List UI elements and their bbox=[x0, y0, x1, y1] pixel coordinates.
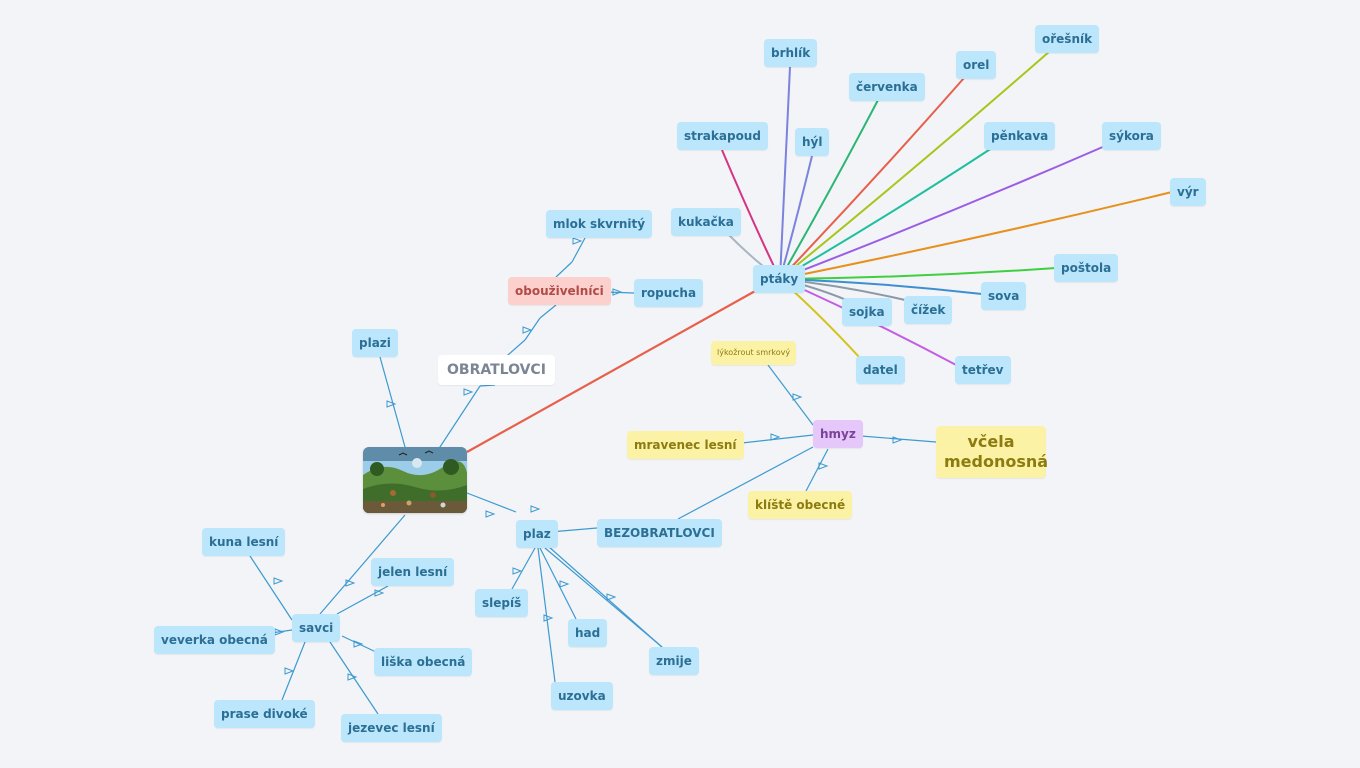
tree-connector bbox=[767, 364, 814, 426]
node-tetrev[interactable]: tetřev bbox=[955, 356, 1011, 384]
node-cervenka[interactable]: červenka bbox=[849, 73, 925, 101]
arrow-head-icon bbox=[792, 393, 803, 401]
node-kliste-obecne[interactable]: klíště obecné bbox=[748, 491, 853, 519]
bird-branch-line bbox=[779, 50, 1051, 280]
node-brhlik[interactable]: brhlík bbox=[764, 39, 818, 67]
tree-connector bbox=[539, 547, 577, 620]
node-mravenec-lesni[interactable]: mravenec lesní bbox=[627, 431, 744, 459]
node-sova[interactable]: sova bbox=[981, 282, 1027, 310]
arrow-head-icon bbox=[522, 326, 533, 334]
tree-connector bbox=[547, 545, 664, 649]
arrow-head-icon bbox=[770, 433, 781, 441]
node-vcela-medonosna[interactable]: včela medonosná bbox=[936, 426, 1048, 478]
node-cizek[interactable]: čížek bbox=[904, 296, 953, 324]
tree-connector bbox=[437, 385, 481, 451]
node-lykozrout-smrkovy[interactable]: lýkožrout smrkový bbox=[711, 341, 797, 365]
arrow-head-icon bbox=[512, 567, 523, 575]
node-bezobratlovci[interactable]: BEZOBRATLOVCI bbox=[597, 519, 722, 547]
arrow-head-icon bbox=[463, 388, 474, 396]
node-sojka[interactable]: sojka bbox=[842, 298, 892, 326]
node-uzovka[interactable]: uzovka bbox=[551, 682, 613, 710]
tree-connector bbox=[537, 547, 556, 683]
forest-animals-image[interactable] bbox=[363, 447, 467, 513]
bird-branch-line bbox=[779, 145, 996, 280]
arrow-head-icon bbox=[345, 579, 356, 587]
tree-connector bbox=[524, 317, 541, 341]
tree-connector bbox=[379, 356, 406, 448]
tree-connector bbox=[511, 547, 536, 590]
bird-branch-line bbox=[779, 77, 965, 280]
arrow-head-icon bbox=[543, 614, 554, 622]
root-node-obratlovci[interactable]: OBRATLOVCI bbox=[438, 355, 555, 385]
tree-connector bbox=[539, 304, 557, 319]
node-liska-obecna[interactable]: liška obecná bbox=[374, 648, 473, 676]
tree-connector bbox=[571, 237, 586, 263]
tree-connector bbox=[677, 446, 814, 520]
tree-connector bbox=[549, 527, 598, 533]
arrow-head-icon bbox=[572, 237, 583, 245]
node-penkava[interactable]: pěnkava bbox=[984, 122, 1056, 150]
arrow-head-icon bbox=[892, 436, 903, 444]
arrow-head-icon bbox=[347, 673, 358, 681]
root-to-birds-line bbox=[466, 289, 758, 453]
tree-connector bbox=[555, 261, 573, 278]
node-oresnik[interactable]: ořešník bbox=[1035, 25, 1100, 53]
tree-connector bbox=[336, 585, 389, 615]
node-ropucha[interactable]: ropucha bbox=[634, 279, 704, 307]
node-jelen-lesni[interactable]: jelen lesní bbox=[371, 558, 455, 586]
tree-connector bbox=[466, 492, 517, 513]
node-hyl[interactable]: hýl bbox=[795, 128, 830, 156]
arrow-head-icon bbox=[386, 400, 397, 408]
node-ptaky[interactable]: ptáky bbox=[753, 265, 806, 293]
node-sykora[interactable]: sýkora bbox=[1102, 122, 1161, 150]
node-prase-divoke[interactable]: prase divoké bbox=[214, 700, 315, 728]
bird-branch-line bbox=[779, 99, 879, 280]
node-obojzivelnici[interactable]: obouživelníci bbox=[508, 277, 611, 305]
tree-connector bbox=[479, 384, 496, 387]
node-veverka-obecna[interactable]: veverka obecná bbox=[154, 626, 275, 654]
arrow-head-icon bbox=[273, 577, 284, 585]
arrow-head-icon bbox=[606, 593, 617, 601]
arrow-head-icon bbox=[818, 462, 829, 470]
bird-branch-line bbox=[779, 66, 791, 280]
bird-branch-line bbox=[779, 145, 1106, 280]
arrow-head-icon bbox=[284, 667, 295, 675]
arrow-head-icon bbox=[612, 288, 623, 296]
node-mlok-skvrnity[interactable]: mlok skvrnitý bbox=[546, 210, 653, 238]
tree-connector bbox=[341, 635, 377, 653]
node-jezevec-lesni[interactable]: jezevec lesní bbox=[341, 714, 442, 742]
arrow-head-icon bbox=[485, 510, 496, 518]
arrow-head-icon bbox=[530, 505, 541, 513]
node-strakapoud[interactable]: strakapoud bbox=[677, 122, 768, 150]
bird-branch-line bbox=[779, 191, 1173, 280]
node-zmije[interactable]: zmije bbox=[649, 647, 699, 675]
node-orel[interactable]: orel bbox=[956, 51, 997, 79]
tree-connector bbox=[805, 448, 829, 492]
node-slepys[interactable]: slepíš bbox=[475, 589, 529, 617]
tree-connector bbox=[249, 555, 293, 621]
tree-connector bbox=[319, 514, 406, 615]
node-datel[interactable]: datel bbox=[856, 356, 905, 384]
node-plazi[interactable]: plazi bbox=[352, 329, 398, 357]
node-kuna-lesni[interactable]: kuna lesní bbox=[202, 528, 286, 556]
node-savci[interactable]: savci bbox=[292, 614, 341, 642]
arrow-head-icon bbox=[374, 589, 385, 597]
arrow-head-icon bbox=[559, 580, 570, 588]
node-kukacka[interactable]: kukačka bbox=[671, 208, 741, 236]
node-postola[interactable]: poštola bbox=[1054, 254, 1119, 282]
node-plaz[interactable]: plaz bbox=[516, 520, 558, 548]
bird-branch-line bbox=[779, 267, 1057, 280]
node-had[interactable]: had bbox=[568, 619, 608, 647]
forest-picture-icon bbox=[363, 447, 467, 513]
arrow-head-icon bbox=[353, 640, 364, 648]
node-vyr[interactable]: výr bbox=[1170, 178, 1206, 206]
arrow-head-icon bbox=[274, 628, 285, 636]
node-hmyz[interactable]: hmyz bbox=[813, 420, 863, 448]
